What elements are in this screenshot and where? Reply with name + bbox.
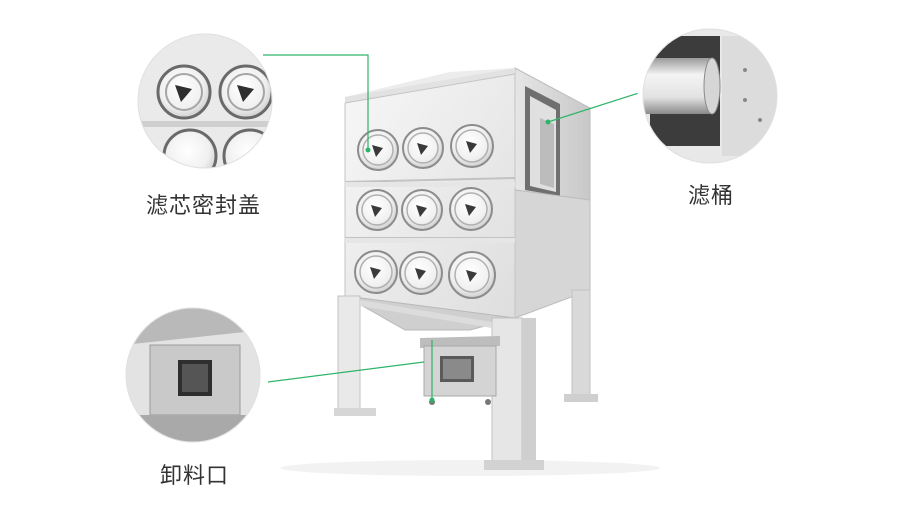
leader-line-seal-cover	[263, 54, 369, 148]
leader-lines	[263, 54, 643, 403]
leader-line-bucket	[547, 91, 643, 123]
detail-seal-cover	[132, 28, 278, 174]
label-filter-bucket: 滤桶	[688, 184, 735, 209]
label-discharge-outlet: 卸料口	[160, 464, 230, 489]
dust-collector-machine	[280, 67, 660, 476]
detail-filter-bucket	[637, 23, 783, 169]
label-filter-seal-cover: 滤芯密封盖	[146, 194, 262, 219]
floor-shadow	[280, 460, 660, 476]
filter-seal-covers	[354, 124, 496, 299]
discharge-drawer	[420, 336, 500, 405]
detail-discharge-outlet	[120, 302, 266, 448]
leader-line-outlet	[267, 361, 425, 383]
